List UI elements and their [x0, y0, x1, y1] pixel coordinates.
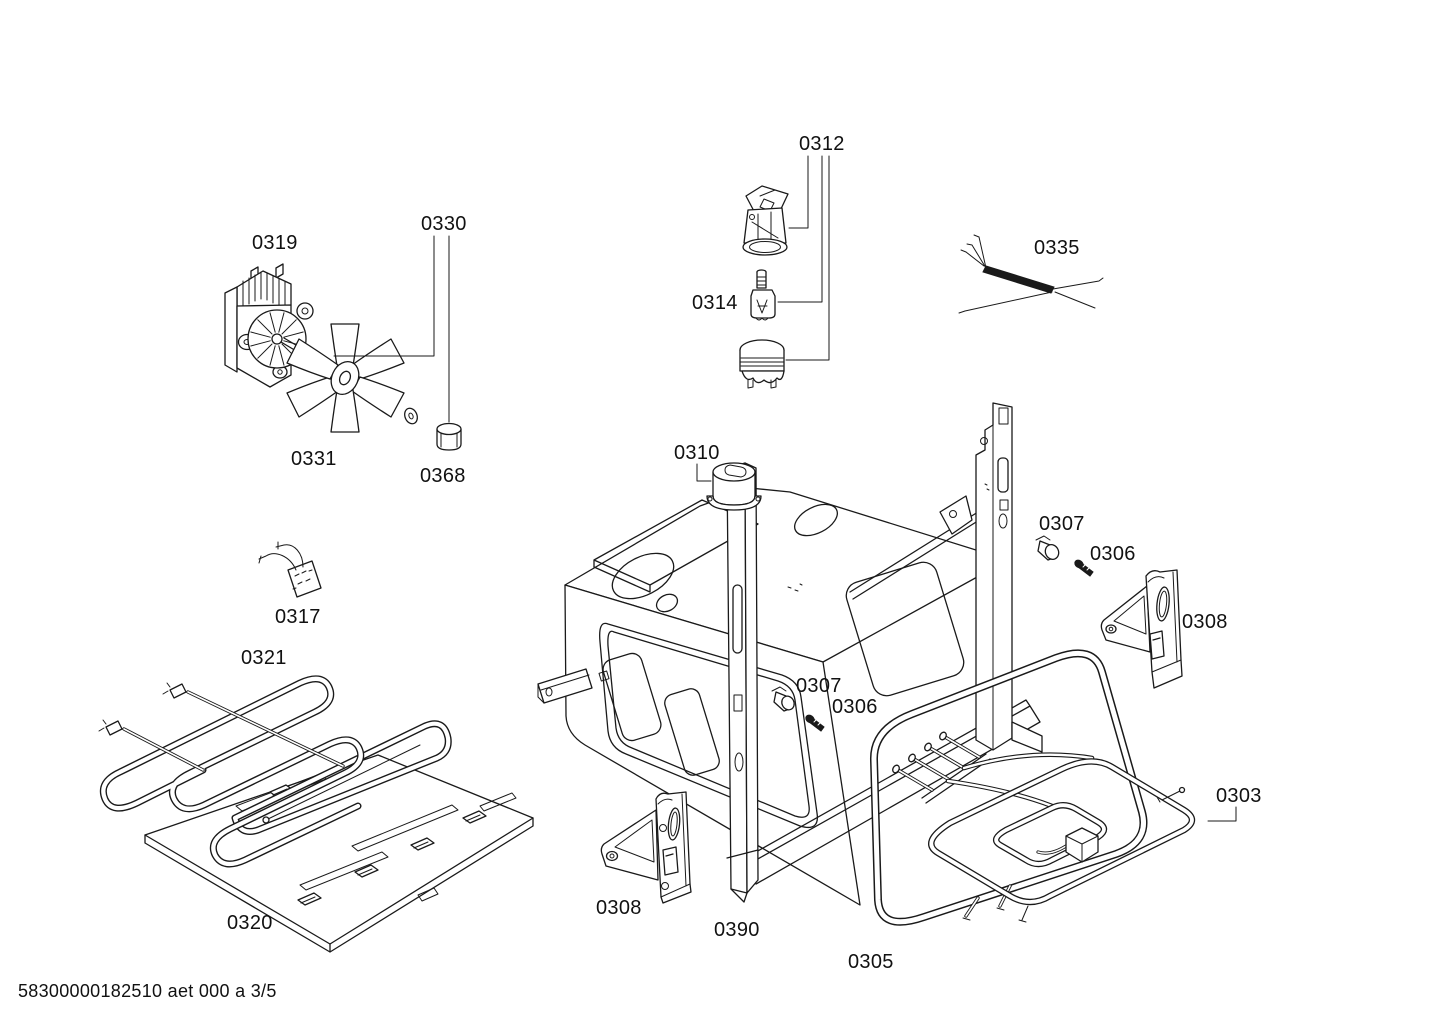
part-label-0390: 0390 [714, 919, 760, 941]
part-label-0306-right: 0306 [1090, 543, 1136, 565]
part-label-0321: 0321 [241, 647, 287, 669]
fan-blade-5 [286, 376, 339, 418]
motor-shaft-hub [271, 333, 283, 345]
cavity-door-opening-inner [607, 630, 810, 818]
motor-body-left [224, 286, 238, 373]
motor-boss-right-hole [301, 307, 309, 315]
rear-post-slot [997, 457, 1009, 493]
leader-0330 [333, 235, 450, 423]
chassis-rail-bracket-hole [949, 510, 957, 518]
screw-0306-inner [805, 714, 825, 732]
element-terminal-2 [105, 720, 123, 736]
part-label-0330: 0330 [421, 213, 467, 235]
part-label-0306-inner: 0306 [832, 696, 878, 718]
cavity-top-hole-large [611, 552, 675, 600]
element-return-wire [265, 744, 421, 821]
part-label-0305: 0305 [848, 951, 894, 973]
document-number: 58300000182510 aet 000 a 3/5 [18, 981, 277, 1001]
cavity-top-hole-small [655, 593, 679, 613]
fan-blade-2 [351, 338, 405, 380]
switch-plate-0317 [258, 541, 322, 598]
chassis-rear-post [975, 402, 1013, 751]
part-label-0317: 0317 [275, 606, 321, 628]
part-label-0368: 0368 [420, 465, 466, 487]
cavity-side-panel [845, 561, 965, 697]
rear-post-foot [1011, 721, 1043, 753]
bracket-gusset [1100, 585, 1151, 653]
cavity-left-bracket-hole [545, 687, 553, 697]
part-label-0308-right: 0308 [1182, 611, 1228, 633]
part-label-0320: 0320 [227, 912, 273, 934]
fan-hub-hole [338, 370, 352, 386]
leader-0312 [777, 155, 830, 361]
cavity-front-face [564, 584, 861, 906]
motor-boss-bottom-hole [277, 369, 283, 375]
cavity-interior-panel-2 [664, 688, 720, 776]
top-heating-element-0321 [98, 679, 448, 864]
front-post-hole-square [733, 694, 743, 712]
rear-post-dots [984, 483, 990, 491]
leader-0303 [1207, 806, 1237, 822]
cavity-top-hole-right [794, 503, 838, 537]
part-label-0331: 0331 [291, 448, 337, 470]
part-label-0308-left: 0308 [596, 897, 642, 919]
fan-blade-4 [330, 389, 360, 433]
rear-post-hole-round [980, 437, 988, 445]
cavity-interior-panel-1 [602, 652, 662, 742]
cavity-top-flange [593, 499, 759, 593]
part-label-0310: 0310 [674, 442, 720, 464]
element-terminal-1 [169, 683, 187, 699]
lamp-bulb-0314 [750, 269, 776, 321]
rear-post-top-tab [998, 407, 1009, 425]
element-mount-pin-right [1156, 790, 1181, 803]
lamp-housing-0310 [706, 462, 762, 511]
fan-nut-0368 [436, 422, 462, 451]
part-label-0307-right: 0307 [1039, 513, 1085, 535]
oven-cavity-drawing [537, 402, 1043, 906]
hinge-bracket-0308-right [1100, 569, 1183, 689]
part-label-0312: 0312 [799, 133, 845, 155]
leader-0310 [696, 463, 712, 482]
part-label-0303: 0303 [1216, 785, 1262, 807]
element-mount-pin-bottom [1018, 905, 1029, 923]
lamp-glass-cover-drawing [739, 339, 785, 389]
cavity-door-opening-outer [599, 622, 819, 829]
screw-0306-right [1074, 559, 1094, 577]
washer-drawing [404, 407, 418, 425]
motor-heatsink-fins [242, 271, 286, 309]
fan-blade-1 [330, 323, 360, 367]
hinge-bracket-0308-left [600, 791, 692, 904]
grill-heating-element-0303 [892, 731, 1192, 923]
cavity-top-dots [787, 583, 803, 592]
wiring-harness-0335 [958, 234, 1104, 314]
lamp-socket-drawing [742, 185, 789, 256]
chassis-front-post-front [726, 462, 748, 894]
front-post-foot [726, 849, 759, 903]
rear-post-hole-square [999, 499, 1009, 511]
fan-blade-6 [286, 338, 339, 380]
fan-blade-drawing [286, 323, 405, 433]
motor-boss-right [296, 302, 314, 320]
front-post-slot [732, 584, 743, 654]
fan-blade-3 [351, 376, 405, 418]
part-label-0335: 0335 [1034, 237, 1080, 259]
part-label-0319: 0319 [252, 232, 298, 254]
chassis-bottom-rails [755, 699, 1041, 885]
part-labels: 0319 0330 0331 0368 0312 0314 0335 0310 … [227, 133, 1262, 973]
chassis-front-post-side [744, 462, 759, 894]
spacer-0307-right [1035, 535, 1060, 561]
front-post-oval [734, 752, 744, 772]
fan-hub [330, 360, 360, 396]
bottom-panel-0320 [144, 754, 534, 953]
part-label-0307-inner: 0307 [796, 675, 842, 697]
rear-post-oval [998, 513, 1008, 529]
part-label-0314: 0314 [692, 292, 738, 314]
cavity-interior-hole [598, 670, 610, 682]
bracket-gusset [600, 809, 659, 881]
spacer-0307-inner [771, 686, 795, 712]
